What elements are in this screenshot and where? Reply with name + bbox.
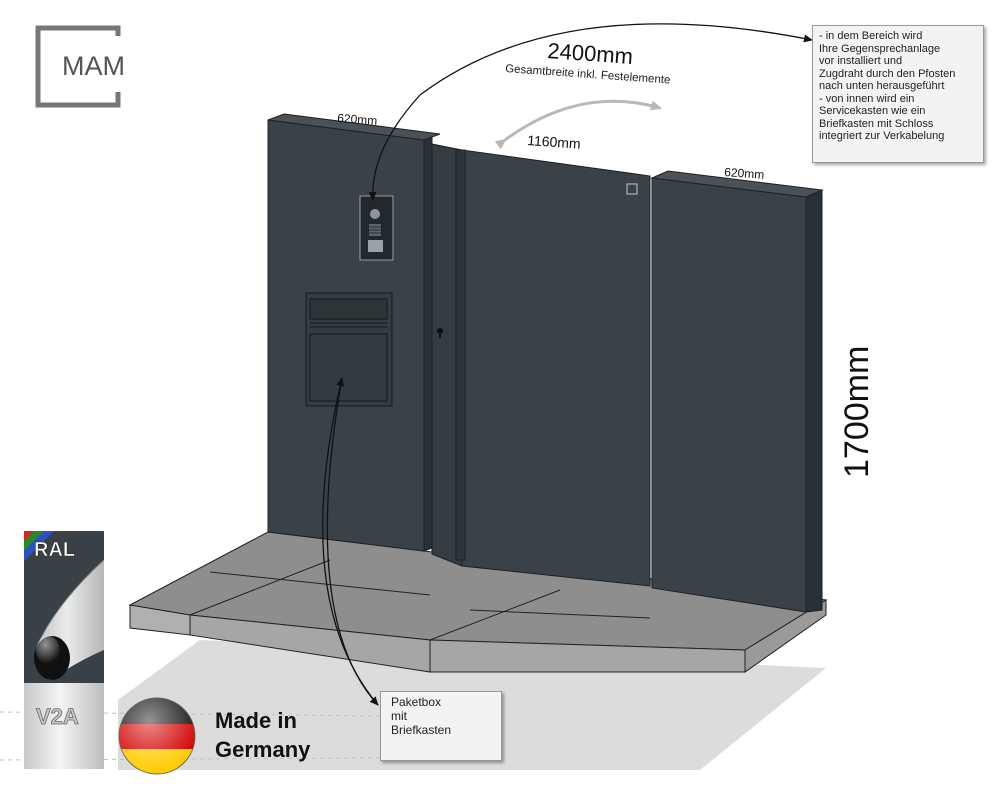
ral-v2a-badge: RAL V2A: [24, 531, 105, 769]
gate-sensor: [626, 183, 638, 195]
dim-right-panel: 620mm: [724, 165, 765, 182]
dim-total-width: 2400mm: [547, 38, 634, 69]
paketbox-note: Paketbox mit Briefkasten: [380, 691, 502, 761]
gate-handle-bar: [455, 149, 466, 561]
made-in-line1: Made in: [215, 708, 297, 733]
svg-text:V2A: V2A: [36, 704, 79, 729]
parcel-mailbox: [305, 292, 393, 407]
dim-height: 1700mm: [838, 346, 876, 478]
made-in-line2: Germany: [215, 737, 311, 762]
mam-logo: MAM: [35, 25, 125, 108]
germany-flag-icon: [118, 697, 196, 775]
dim-left-panel: 620mm: [337, 111, 378, 128]
intercom-arrow: [368, 94, 421, 201]
gate-door: [431, 143, 651, 587]
svg-text:RAL: RAL: [34, 539, 75, 561]
dim-total-caption: Gesamtbreite inkl. Festelemente: [505, 63, 671, 87]
right-fixed-panel: [650, 170, 824, 613]
dim-gate: 1160mm: [527, 132, 581, 152]
gate-swing-arrow: [494, 99, 662, 150]
svg-text:MAM: MAM: [62, 51, 125, 81]
intercom-arrow-top: [419, 23, 813, 96]
mailbox-arrow-tail: [326, 377, 379, 706]
gate-lock: [437, 328, 443, 334]
intercom-panel: [359, 195, 394, 261]
floor-slab: [128, 531, 828, 673]
intercom-note: - in dem Bereich wird Ihre Gegensprechan…: [812, 25, 984, 163]
